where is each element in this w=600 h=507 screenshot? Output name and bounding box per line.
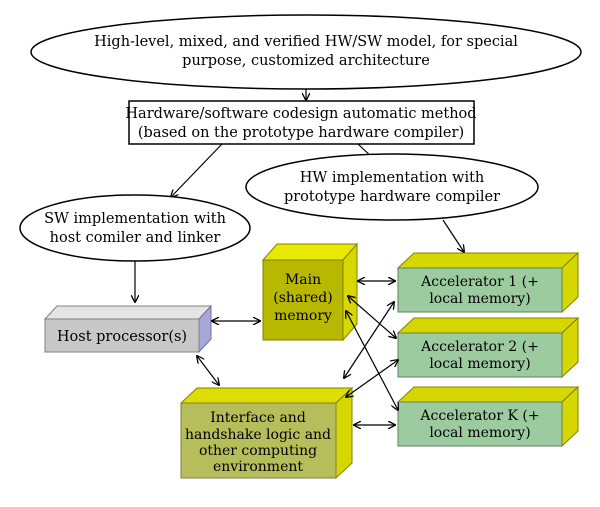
sw-impl-line-1: SW implementation with <box>44 211 226 227</box>
arrow-interface-acc2 <box>346 360 398 397</box>
arrow-memory-acck <box>346 311 398 410</box>
top-model-ellipse: High-level, mixed, and verified HW/SW mo… <box>30 14 582 90</box>
accelerator-1-box: Accelerator 1 (+ local memory) <box>396 251 580 314</box>
accelerator-k-line-2: local memory) <box>429 425 530 441</box>
arrow-host-interface <box>197 356 219 385</box>
main-memory-line-3: memory <box>274 308 332 324</box>
main-memory-line-1: Main <box>285 272 321 288</box>
accelerator-2-line-2: local memory) <box>429 356 530 372</box>
accelerator-k-line-1: Accelerator K (+ <box>419 408 539 424</box>
interface-line-4: environment <box>213 459 303 475</box>
interface-line-1: Interface and <box>210 410 306 426</box>
arrow-codesign-to-sw <box>171 143 223 197</box>
sw-impl-line-2: host comiler and linker <box>50 230 221 246</box>
top-model-line-1: High-level, mixed, and verified HW/SW mo… <box>94 34 518 50</box>
hw-impl-line-2: prototype hardware compiler <box>284 189 500 205</box>
codesign-method-box: Hardware/software codesign automatic met… <box>125 100 477 145</box>
codesign-line-1: Hardware/software codesign automatic met… <box>125 106 476 122</box>
main-memory-box: Main (shared) memory <box>261 242 359 342</box>
arrow-hw-to-accelerators <box>442 219 464 252</box>
codesign-line-2: (based on the prototype hardware compile… <box>138 125 464 141</box>
sw-implementation-ellipse: SW implementation with host comiler and … <box>19 194 251 262</box>
accelerator-2-box: Accelerator 2 (+ local memory) <box>396 316 580 379</box>
accelerator-k-box: Accelerator K (+ local memory) <box>396 385 580 448</box>
accelerator-1-line-2: local memory) <box>429 291 530 307</box>
host-processor-box: Host processor(s) <box>43 304 213 354</box>
accelerator-2-line-1: Accelerator 2 (+ <box>420 339 539 355</box>
accelerator-1-line-1: Accelerator 1 (+ <box>420 274 539 290</box>
main-memory-line-2: (shared) <box>273 290 332 306</box>
interface-line-3: other computing <box>199 443 317 459</box>
interface-box: Interface and handshake logic and other … <box>179 386 354 480</box>
hw-impl-line-1: HW implementation with <box>300 170 485 186</box>
host-processor-label: Host processor(s) <box>57 329 187 345</box>
hw-implementation-ellipse: HW implementation with prototype hardwar… <box>245 153 539 221</box>
top-model-line-2: purpose, customized architecture <box>182 53 430 69</box>
interface-line-2: handshake logic and <box>185 427 331 443</box>
